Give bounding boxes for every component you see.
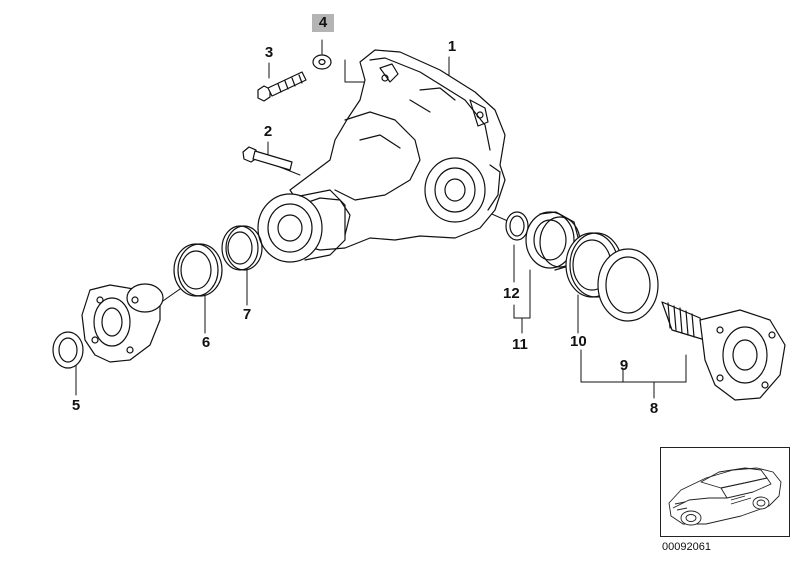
callout-5: 5 [71,397,81,414]
differential-housing-1 [289,49,506,251]
output-flange-8 [661,301,786,401]
callout-2: 2 [263,123,273,140]
bolt-2 [242,146,293,171]
car-icon [668,467,782,526]
callout-10: 10 [570,333,587,350]
washer-4 [312,54,332,70]
callout-8: 8 [649,400,659,417]
shim-9 [597,248,659,322]
output-stub [257,189,346,263]
vehicle-thumbnail [660,447,790,537]
callout-9: 9 [619,357,629,374]
callout-6: 6 [201,334,211,351]
callout-4: 4 [312,14,334,32]
callout-11: 11 [512,336,528,353]
shim-ring-6 [173,243,223,297]
seal-5 [52,331,84,369]
callout-3: 3 [264,44,274,61]
o-ring-12 [505,211,529,241]
catalog-number: 00092061 [662,541,711,553]
seal-ring-7 [221,225,263,271]
callout-12: 12 [503,285,520,302]
callout-1: 1 [447,38,457,55]
callout-7: 7 [242,306,252,323]
bolt-3 [257,71,307,102]
flange-left [81,283,164,363]
